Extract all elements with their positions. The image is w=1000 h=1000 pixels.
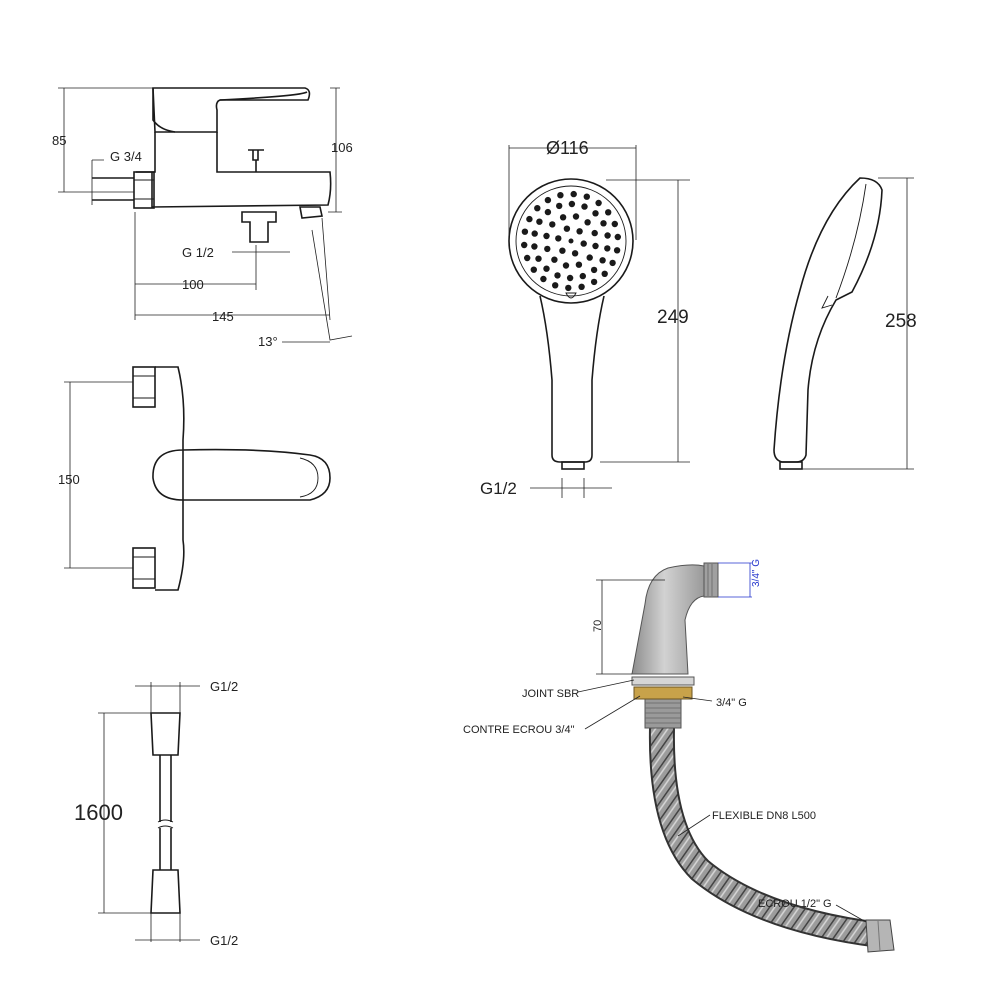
nozzle-dot [595,199,602,207]
showerhead-front [508,178,634,470]
nozzle-dot [575,261,583,268]
nozzle-dot [544,208,552,216]
nozzle-dot [551,256,558,263]
nozzle-pattern [521,190,621,292]
nozzle-dot [592,210,599,217]
nozzle-dot [565,284,572,292]
nozzle-dot [544,245,551,253]
ecrou-label: ECROU 1/2" G [758,898,832,910]
dim-70-label: 70 [592,620,604,632]
nozzle-dot [611,220,618,228]
nozzle-dot [562,262,570,269]
showerhead-side [773,177,914,470]
nozzle-dot [592,242,599,250]
nozzle-dot [566,274,574,282]
nozzle-dot [568,200,576,208]
nozzle-dot [599,257,606,264]
nozzle-dot [572,213,580,220]
nozzle-dot [579,272,586,280]
dim-249-label: 249 [657,307,689,328]
nozzle-dot [578,283,585,290]
fitting-thread-top-label: 3/4" G [751,559,762,587]
fitting-thread-nut-label: 3/4" G [716,697,747,709]
nozzle-dot [552,282,559,289]
nozzle-dot [531,243,538,250]
dim-258-label: 258 [885,311,917,332]
mixer-side-view [58,87,353,343]
nozzle-dot [531,230,538,237]
nozzle-dot [557,192,564,199]
nozzle-dot [604,232,611,239]
hose-top-g12-label: G1/2 [210,679,238,694]
diameter-116-label: Ø116 [546,138,589,158]
g12-showerhead-label: G1/2 [480,479,517,498]
dim-85-label: 85 [52,133,66,148]
dim-145-label: 145 [212,309,234,324]
deck-fitting [577,562,895,953]
g12-label: G 1/2 [182,245,214,260]
nozzle-dot [555,235,562,242]
dim-150-label: 150 [58,472,80,487]
nozzle-dot [613,247,621,254]
nozzle-dot [576,228,583,235]
nozzle-dot [530,266,537,273]
nozzle-dot [543,265,550,272]
nozzle-dot [568,238,574,244]
nozzle-dot [534,205,541,212]
nozzle-dot [536,218,543,225]
nozzle-dot [580,240,587,247]
nozzle-dot [584,219,591,226]
flexible-label: FLEXIBLE DN8 L500 [712,810,816,822]
nozzle-dot [583,193,590,200]
nozzle-dot [604,245,611,252]
nozzle-dot [554,272,561,279]
joint-sbr-label: JOINT SBR [522,688,579,700]
contre-ecrou-label: CONTRE ECROU 3/4" [463,724,575,736]
angle-13-label: 13° [258,334,278,349]
nozzle-dot [524,254,531,262]
nozzle-dot [559,247,566,254]
hose-bottom-g12-label: G1/2 [210,933,238,948]
nozzle-dot [614,233,621,241]
nozzle-dot [609,259,616,267]
nozzle-dot [563,225,571,232]
nozzle-dot [535,255,542,262]
nozzle-dot [605,209,612,216]
nozzle-dot [526,215,533,223]
nozzle-dot [586,254,593,261]
nozzle-dot [544,196,552,204]
nozzle-dot [591,229,598,237]
nozzle-dot [521,241,528,249]
dim-1600-label: 1600 [74,800,123,825]
nozzle-dot [590,278,598,286]
nozzle-dot [600,220,607,227]
shower-hose [98,682,200,942]
nozzle-dot [549,221,556,228]
nozzle-dot [543,232,550,240]
nozzle-dot [571,250,579,257]
nozzle-dot [581,203,588,210]
nozzle-dot [556,202,563,210]
nozzle-dot [601,270,608,277]
nozzle-dot [521,228,529,235]
dim-100-label: 100 [182,277,204,292]
nozzle-dot [590,266,598,274]
nozzle-dot [559,214,567,221]
g34-label: G 3/4 [110,149,142,164]
mixer-top-view [64,366,331,591]
nozzle-dot [540,275,547,283]
nozzle-dot [570,190,577,198]
showerhead-front-dims [508,145,690,498]
dim-106-label: 106 [331,140,353,155]
